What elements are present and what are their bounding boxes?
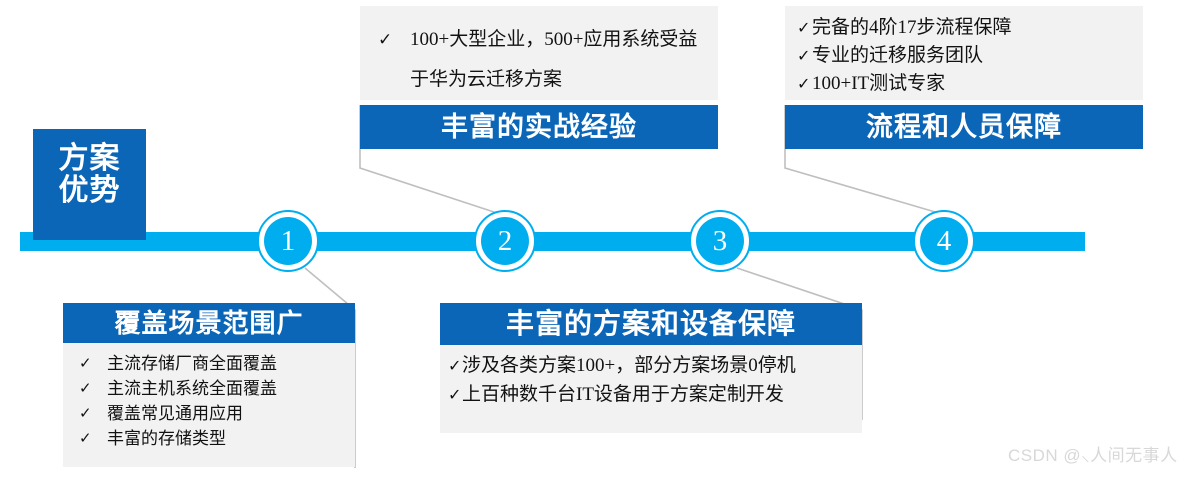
check-icon: ✓ (79, 429, 92, 447)
card-coverage-bullet-3: 覆盖常见通用应用 (107, 404, 243, 423)
card-solution-equipment-title: 丰富的方案和设备保障 (440, 303, 862, 345)
card-coverage-body: ✓ 主流存储厂商全面覆盖 ✓ 主流主机系统全面覆盖 ✓ 覆盖常见通用应用 ✓ 丰… (63, 343, 355, 467)
section-badge-line-2: 优势 (58, 174, 121, 208)
list-item: ✓ 主流主机系统全面覆盖 (79, 376, 349, 401)
timeline-node-3-number: 3 (696, 217, 744, 265)
check-icon: ✓ (79, 404, 92, 422)
card-process-staff-body: ✓ 完备的4阶17步流程保障 ✓ 专业的迁移服务团队 ✓ 100+IT测试专家 (785, 6, 1143, 100)
list-item: ✓ 专业的迁移服务团队 (797, 42, 1137, 70)
list-item: ✓ 覆盖常见通用应用 (79, 401, 349, 426)
timeline-node-1[interactable]: 1 (257, 210, 319, 272)
section-badge: 方案 优势 (33, 129, 146, 240)
timeline-node-4-number: 4 (920, 217, 968, 265)
check-icon: ✓ (448, 385, 462, 404)
timeline-node-4[interactable]: 4 (913, 210, 975, 272)
list-item: ✓ 主流存储厂商全面覆盖 (79, 351, 349, 376)
check-icon: ✓ (797, 18, 811, 37)
check-icon: ✓ (378, 30, 393, 50)
card-coverage[interactable]: 覆盖场景范围广 ✓ 主流存储厂商全面覆盖 ✓ 主流主机系统全面覆盖 ✓ 覆盖常见… (63, 303, 355, 467)
card-process-staff-bullet-3: 100+IT测试专家 (812, 73, 946, 94)
list-item: ✓ 100+IT测试专家 (797, 70, 1137, 98)
section-badge-line-1: 方案 (58, 142, 121, 175)
card-experience[interactable]: ✓ 100+大型企业，500+应用系统受益于华为云迁移方案 丰富的实战经验 (360, 6, 718, 149)
card-coverage-title: 覆盖场景范围广 (63, 303, 355, 343)
timeline-node-2[interactable]: 2 (474, 210, 536, 272)
watermark: CSDN @⸜人间无事人 (1008, 446, 1178, 465)
card-experience-title: 丰富的实战经验 (360, 105, 718, 149)
card-coverage-bullet-2: 主流主机系统全面覆盖 (107, 379, 277, 398)
list-item: ✓ 上百种数千台IT设备用于方案定制开发 (448, 380, 856, 409)
card-experience-bullet-1: 100+大型企业，500+应用系统受益于华为云迁移方案 (410, 29, 698, 90)
card-solution-equipment-bullet-2: 上百种数千台IT设备用于方案定制开发 (462, 384, 784, 405)
check-icon: ✓ (448, 356, 462, 375)
card-experience-body: ✓ 100+大型企业，500+应用系统受益于华为云迁移方案 (360, 6, 718, 100)
card-solution-equipment-bullet-1: 涉及各类方案100+，部分方案场景0停机 (462, 355, 796, 376)
check-icon: ✓ (797, 74, 811, 93)
check-icon: ✓ (797, 46, 811, 65)
card-process-staff[interactable]: ✓ 完备的4阶17步流程保障 ✓ 专业的迁移服务团队 ✓ 100+IT测试专家 … (785, 6, 1143, 149)
check-icon: ✓ (79, 354, 92, 372)
card-coverage-bullet-4: 丰富的存储类型 (107, 429, 226, 448)
card-solution-equipment-body: ✓ 涉及各类方案100+，部分方案场景0停机 ✓ 上百种数千台IT设备用于方案定… (440, 345, 862, 433)
timeline-node-1-number: 1 (264, 217, 312, 265)
list-item: ✓ 涉及各类方案100+，部分方案场景0停机 (448, 351, 856, 380)
timeline-node-2-number: 2 (481, 217, 529, 265)
list-item: ✓ 丰富的存储类型 (79, 426, 349, 451)
card-coverage-bullet-1: 主流存储厂商全面覆盖 (107, 354, 277, 373)
card-process-staff-bullet-2: 专业的迁移服务团队 (812, 45, 984, 66)
card-solution-equipment[interactable]: 丰富的方案和设备保障 ✓ 涉及各类方案100+，部分方案场景0停机 ✓ 上百种数… (440, 303, 862, 433)
card-process-staff-bullet-1: 完备的4阶17步流程保障 (812, 17, 1012, 38)
timeline-node-3[interactable]: 3 (689, 210, 751, 272)
list-item: ✓ 100+大型企业，500+应用系统受益于华为云迁移方案 (378, 20, 708, 100)
list-item: ✓ 完备的4阶17步流程保障 (797, 14, 1137, 42)
card-process-staff-title: 流程和人员保障 (785, 105, 1143, 149)
check-icon: ✓ (79, 379, 92, 397)
